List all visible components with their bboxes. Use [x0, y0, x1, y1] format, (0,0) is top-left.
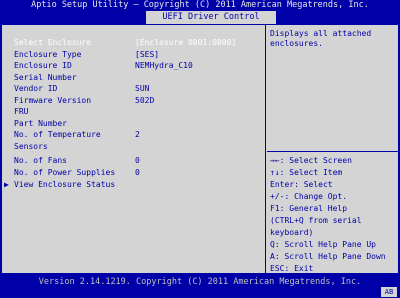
setting-sensors-cont: Sensors — [14, 142, 48, 152]
setting-label: No. of Power Supplies — [14, 168, 116, 177]
setting-value: [SES] — [135, 50, 160, 59]
setting-value: 0 — [135, 156, 140, 165]
key-hint: Q: Scroll Help Pane Up — [270, 240, 376, 249]
key-hint: A: Scroll Help Pane Down — [270, 252, 386, 261]
setting-enclosure-type: Enclosure Type [SES] — [14, 50, 159, 60]
setting-part-number: Part Number — [14, 119, 67, 129]
key-hint: ESC: Exit — [270, 264, 314, 273]
setting-no-of-fans: No. of Fans 0 — [14, 156, 140, 166]
pane-divider — [265, 25, 266, 273]
setting-firmware-version: Firmware Version 502D — [14, 96, 154, 106]
key-hint: ↑↓: Select Item — [270, 168, 343, 177]
setting-value: 0 — [135, 168, 140, 177]
setting-value: 2 — [135, 130, 140, 139]
key-hint: keyboard) — [270, 228, 314, 237]
submenu-view-enclosure-status[interactable]: ▶ View Enclosure Status — [4, 180, 115, 190]
setting-label: Firmware Version — [14, 96, 92, 105]
key-hint: Enter: Select — [270, 180, 333, 189]
setting-serial-number: Serial Number — [14, 73, 77, 83]
setting-temperature-sensors: No. of Temperature 2 — [14, 130, 140, 140]
setting-enclosure-id: Enclosure ID NEMHydra_C10 — [14, 61, 193, 71]
setting-value[interactable]: [Enclosure 0001:0000] — [135, 38, 237, 47]
setting-value: 502D — [135, 96, 155, 105]
setting-label: No. of Temperature — [14, 130, 101, 139]
help-divider — [267, 151, 398, 152]
key-hint: F1: General Help — [270, 204, 348, 213]
version-text: Version 2.14.1219. Copyright (C) 2011 Am… — [38, 277, 362, 287]
tab-uefi-driver-control[interactable]: UEFI Driver Control — [146, 11, 276, 24]
main-panel: Select Enclosure [Enclosure 0001:0000] E… — [2, 25, 398, 273]
help-pane: Displays all attached enclosures. →←: Se… — [267, 25, 398, 273]
setting-label: No. of Fans — [14, 156, 67, 165]
setting-label: Sensors — [14, 142, 48, 151]
settings-pane: Select Enclosure [Enclosure 0001:0000] E… — [2, 25, 264, 273]
setting-label: FRU — [14, 107, 29, 116]
setting-select-enclosure[interactable]: Select Enclosure [Enclosure 0001:0000] — [14, 38, 236, 48]
setting-fru: FRU — [14, 107, 43, 117]
setting-label: Vendor ID — [14, 84, 58, 93]
setting-label: Enclosure ID — [14, 61, 72, 70]
setting-no-of-power-supplies: No. of Power Supplies 0 — [14, 168, 140, 178]
setting-label: Select Enclosure — [14, 38, 92, 47]
key-hint: (CTRL+Q from serial — [270, 216, 362, 225]
submenu-label[interactable]: View Enclosure Status — [14, 180, 116, 189]
key-hint: →←: Select Screen — [270, 156, 352, 165]
setting-value: NEMHydra_C10 — [135, 61, 193, 70]
setting-label: Serial Number — [14, 73, 77, 82]
key-legend: →←: Select Screen ↑↓: Select Item Enter:… — [270, 155, 398, 275]
tab-bar: UEFI Driver Control — [0, 11, 400, 24]
status-badge: AB — [381, 287, 397, 297]
app-title: Aptio Setup Utility – Copyright (C) 2011… — [0, 0, 400, 10]
setting-value: SUN — [135, 84, 150, 93]
setting-label: Enclosure Type — [14, 50, 82, 59]
submenu-arrow-icon: ▶ — [4, 180, 9, 189]
setting-vendor-id: Vendor ID SUN — [14, 84, 149, 94]
setting-label: Part Number — [14, 119, 67, 128]
key-hint: +/-: Change Opt. — [270, 192, 348, 201]
help-text: Displays all attached enclosures. — [270, 29, 372, 48]
footer: Version 2.14.1219. Copyright (C) 2011 Am… — [0, 274, 400, 298]
